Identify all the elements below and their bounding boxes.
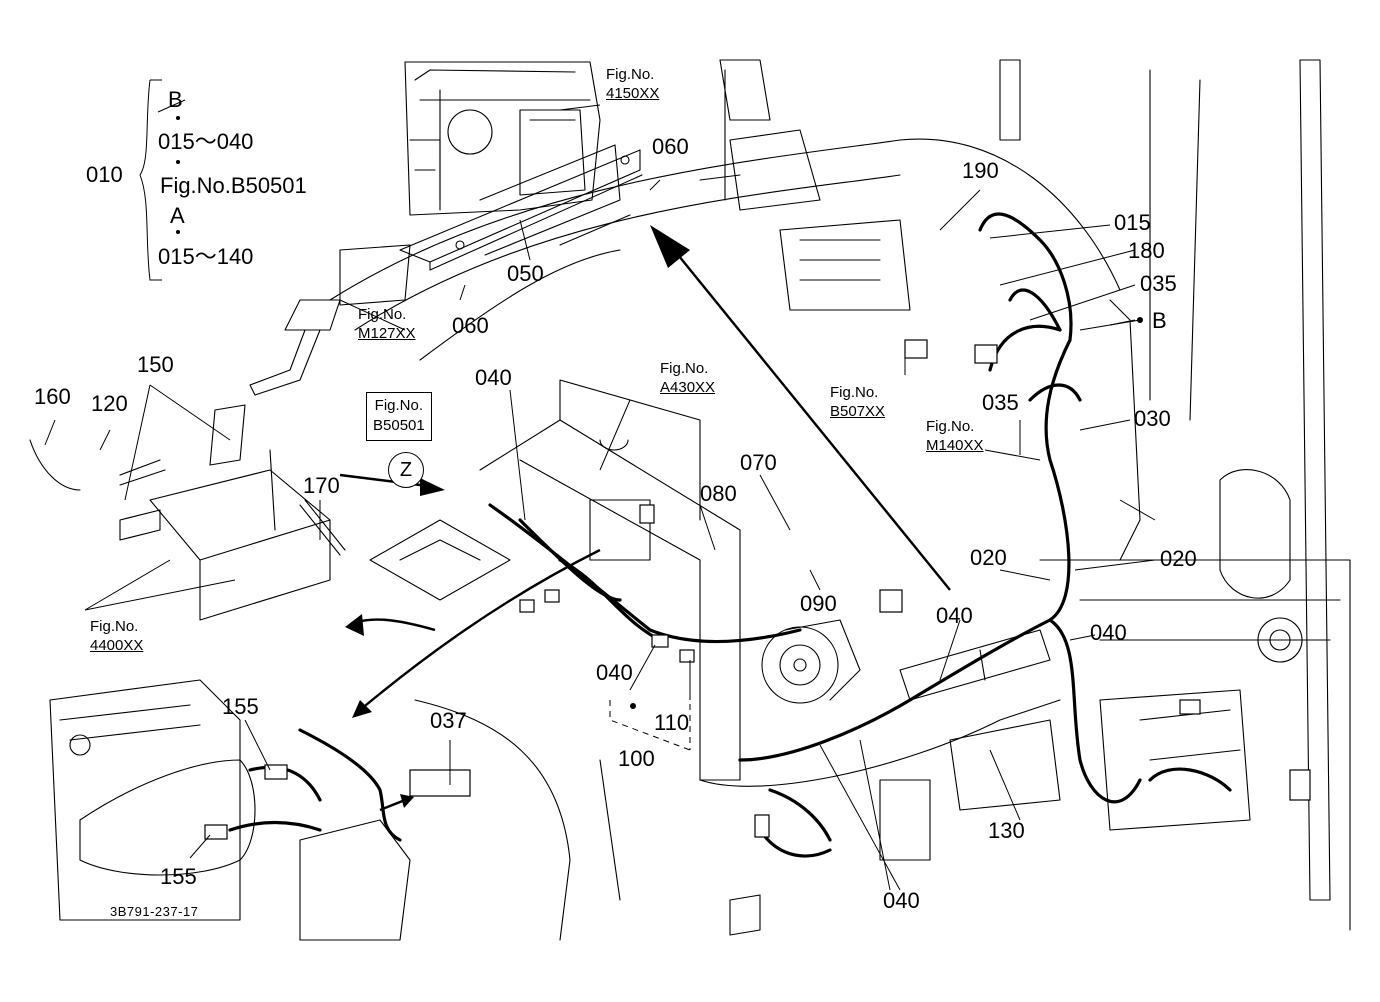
fig-ref-code: 4400XX bbox=[90, 636, 144, 654]
fig-ref-a430[interactable]: Fig.No. A430XX bbox=[660, 360, 715, 398]
part-190[interactable]: 190 bbox=[962, 158, 999, 183]
fig-ref-m127[interactable]: Fig.No. M127XX bbox=[358, 306, 416, 344]
part-035-mid[interactable]: 035 bbox=[982, 390, 1019, 415]
part-120[interactable]: 120 bbox=[91, 391, 128, 416]
fig-ref-b507[interactable]: Fig.No. B507XX bbox=[830, 384, 885, 422]
part-060-top[interactable]: 060 bbox=[652, 134, 689, 159]
part-070[interactable]: 070 bbox=[740, 450, 777, 475]
part-160[interactable]: 160 bbox=[34, 384, 71, 409]
part-040-a[interactable]: 040 bbox=[475, 365, 512, 390]
boxed-fig-code: B50501 bbox=[373, 417, 425, 435]
part-035-top[interactable]: 035 bbox=[1140, 271, 1177, 296]
part-040-e[interactable]: 040 bbox=[883, 888, 920, 913]
fig-ref-label: Fig.No. bbox=[358, 306, 407, 323]
legend-line-range-a: 015～140 bbox=[158, 244, 254, 269]
part-040-d[interactable]: 040 bbox=[596, 660, 633, 685]
part-080[interactable]: 080 bbox=[700, 481, 737, 506]
part-180[interactable]: 180 bbox=[1128, 238, 1165, 263]
point-b-label: B bbox=[1152, 308, 1167, 333]
part-030[interactable]: 030 bbox=[1134, 406, 1171, 431]
fig-ref-label: Fig.No. bbox=[926, 418, 975, 435]
fig-ref-code: 4150XX bbox=[606, 84, 660, 102]
legend-ref-number: 010 bbox=[86, 162, 123, 187]
legend-line-b: B bbox=[168, 87, 183, 112]
legend-line-fig: Fig.No.B50501 bbox=[160, 173, 307, 198]
legend-line-range-b: 015～040 bbox=[158, 129, 254, 154]
part-020-left[interactable]: 020 bbox=[970, 545, 1007, 570]
fig-ref-code: M127XX bbox=[358, 324, 416, 342]
part-155-bottom[interactable]: 155 bbox=[160, 864, 197, 889]
part-170[interactable]: 170 bbox=[303, 473, 340, 498]
part-155-top[interactable]: 155 bbox=[222, 694, 259, 719]
fig-ref-label: Fig.No. bbox=[90, 618, 139, 635]
boxed-fig-ref-b50501[interactable]: Fig.No. B50501 bbox=[366, 392, 432, 441]
fig-ref-label: Fig.No. bbox=[606, 66, 655, 83]
part-050[interactable]: 050 bbox=[507, 261, 544, 286]
legend-line-a: A bbox=[170, 203, 185, 228]
part-090[interactable]: 090 bbox=[800, 591, 837, 616]
part-037[interactable]: 037 bbox=[430, 708, 467, 733]
fig-ref-4400[interactable]: Fig.No. 4400XX bbox=[90, 618, 143, 656]
part-020-right[interactable]: 020 bbox=[1160, 546, 1197, 571]
fig-ref-code: A430XX bbox=[660, 378, 716, 396]
part-015[interactable]: 015 bbox=[1114, 210, 1151, 235]
fig-ref-code: M140XX bbox=[926, 436, 984, 454]
view-circle-z: Z bbox=[388, 452, 424, 488]
part-150[interactable]: 150 bbox=[137, 352, 174, 377]
part-110[interactable]: 110 bbox=[654, 710, 690, 735]
part-100[interactable]: 100 bbox=[618, 746, 655, 771]
part-130[interactable]: 130 bbox=[988, 818, 1025, 843]
drawing-number: 3B791-237-17 bbox=[110, 904, 199, 919]
part-060-bottom[interactable]: 060 bbox=[452, 313, 489, 338]
part-040-b[interactable]: 040 bbox=[936, 603, 973, 628]
part-040-c[interactable]: 040 bbox=[1090, 620, 1127, 645]
fig-ref-label: Fig.No. bbox=[830, 384, 879, 401]
fig-ref-4150[interactable]: Fig.No. 4150XX bbox=[606, 66, 659, 104]
fig-ref-code: B507XX bbox=[830, 402, 886, 420]
boxed-fig-label: Fig.No. bbox=[374, 397, 424, 414]
fig-ref-label: Fig.No. bbox=[660, 360, 709, 377]
fig-ref-m140[interactable]: Fig.No. M140XX bbox=[926, 418, 984, 456]
